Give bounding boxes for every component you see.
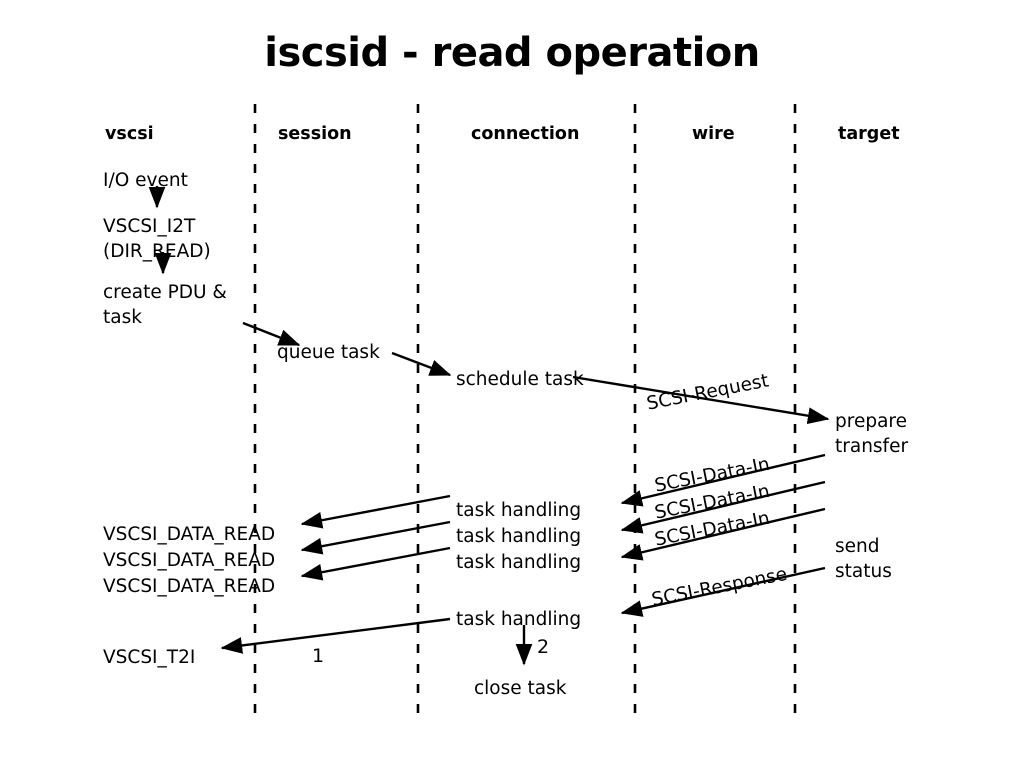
node-label-vscsi-i2t: VSCSI_I2T (DIR_READ) (103, 216, 211, 262)
node-label-vscsi-t2i: VSCSI_T2I (103, 647, 196, 668)
node-label-data-read-3: VSCSI_DATA_READ (103, 576, 276, 597)
node-label-task-handling-4: task handling (456, 609, 582, 630)
node-label-data-read-1: VSCSI_DATA_READ (103, 524, 276, 545)
node-label-close-task: close task (474, 678, 567, 699)
page-title: iscsid - read operation (264, 30, 760, 76)
node-label-io-event: I/O event (103, 170, 188, 191)
arrow-schedule-to-target (572, 375, 830, 425)
node-label-queue-task: queue task (277, 342, 380, 363)
arrow-pdu-to-queue (242, 321, 301, 347)
order-number-order-2: 2 (537, 636, 550, 658)
node-label-create-pdu: create PDU & task (103, 282, 227, 328)
arrow-response (620, 566, 826, 617)
node-label-task-handling-2: task handling (456, 526, 582, 547)
node-label-task-handling-1: task handling (456, 500, 582, 521)
node-label-schedule-task: schedule task (456, 369, 584, 390)
arrow-queue-to-schedule (391, 351, 452, 377)
arrows-group (148, 186, 830, 666)
arrow-data-in-1 (620, 453, 826, 507)
arrow-handling-2 (300, 520, 451, 555)
column-header-connection: connection (471, 124, 580, 144)
column-header-vscsi: vscsi (105, 124, 154, 144)
lifelines-group (253, 104, 797, 716)
arrow-handling-to-t2i (220, 617, 451, 654)
node-label-prepare-transfer: prepare transfer (835, 411, 909, 457)
order-number-order-1: 1 (312, 645, 325, 667)
arrow-handling-3 (300, 546, 451, 581)
column-header-session: session (278, 124, 352, 144)
node-label-task-handling-3: task handling (456, 552, 582, 573)
arrow-data-in-3 (620, 507, 826, 561)
node-label-send-status: send status (835, 536, 892, 582)
arrow-data-in-2 (620, 480, 826, 534)
node-label-data-read-2: VSCSI_DATA_READ (103, 550, 276, 571)
column-header-wire: wire (692, 124, 735, 144)
column-header-target: target (838, 124, 900, 144)
arrow-handling-1 (300, 494, 451, 529)
